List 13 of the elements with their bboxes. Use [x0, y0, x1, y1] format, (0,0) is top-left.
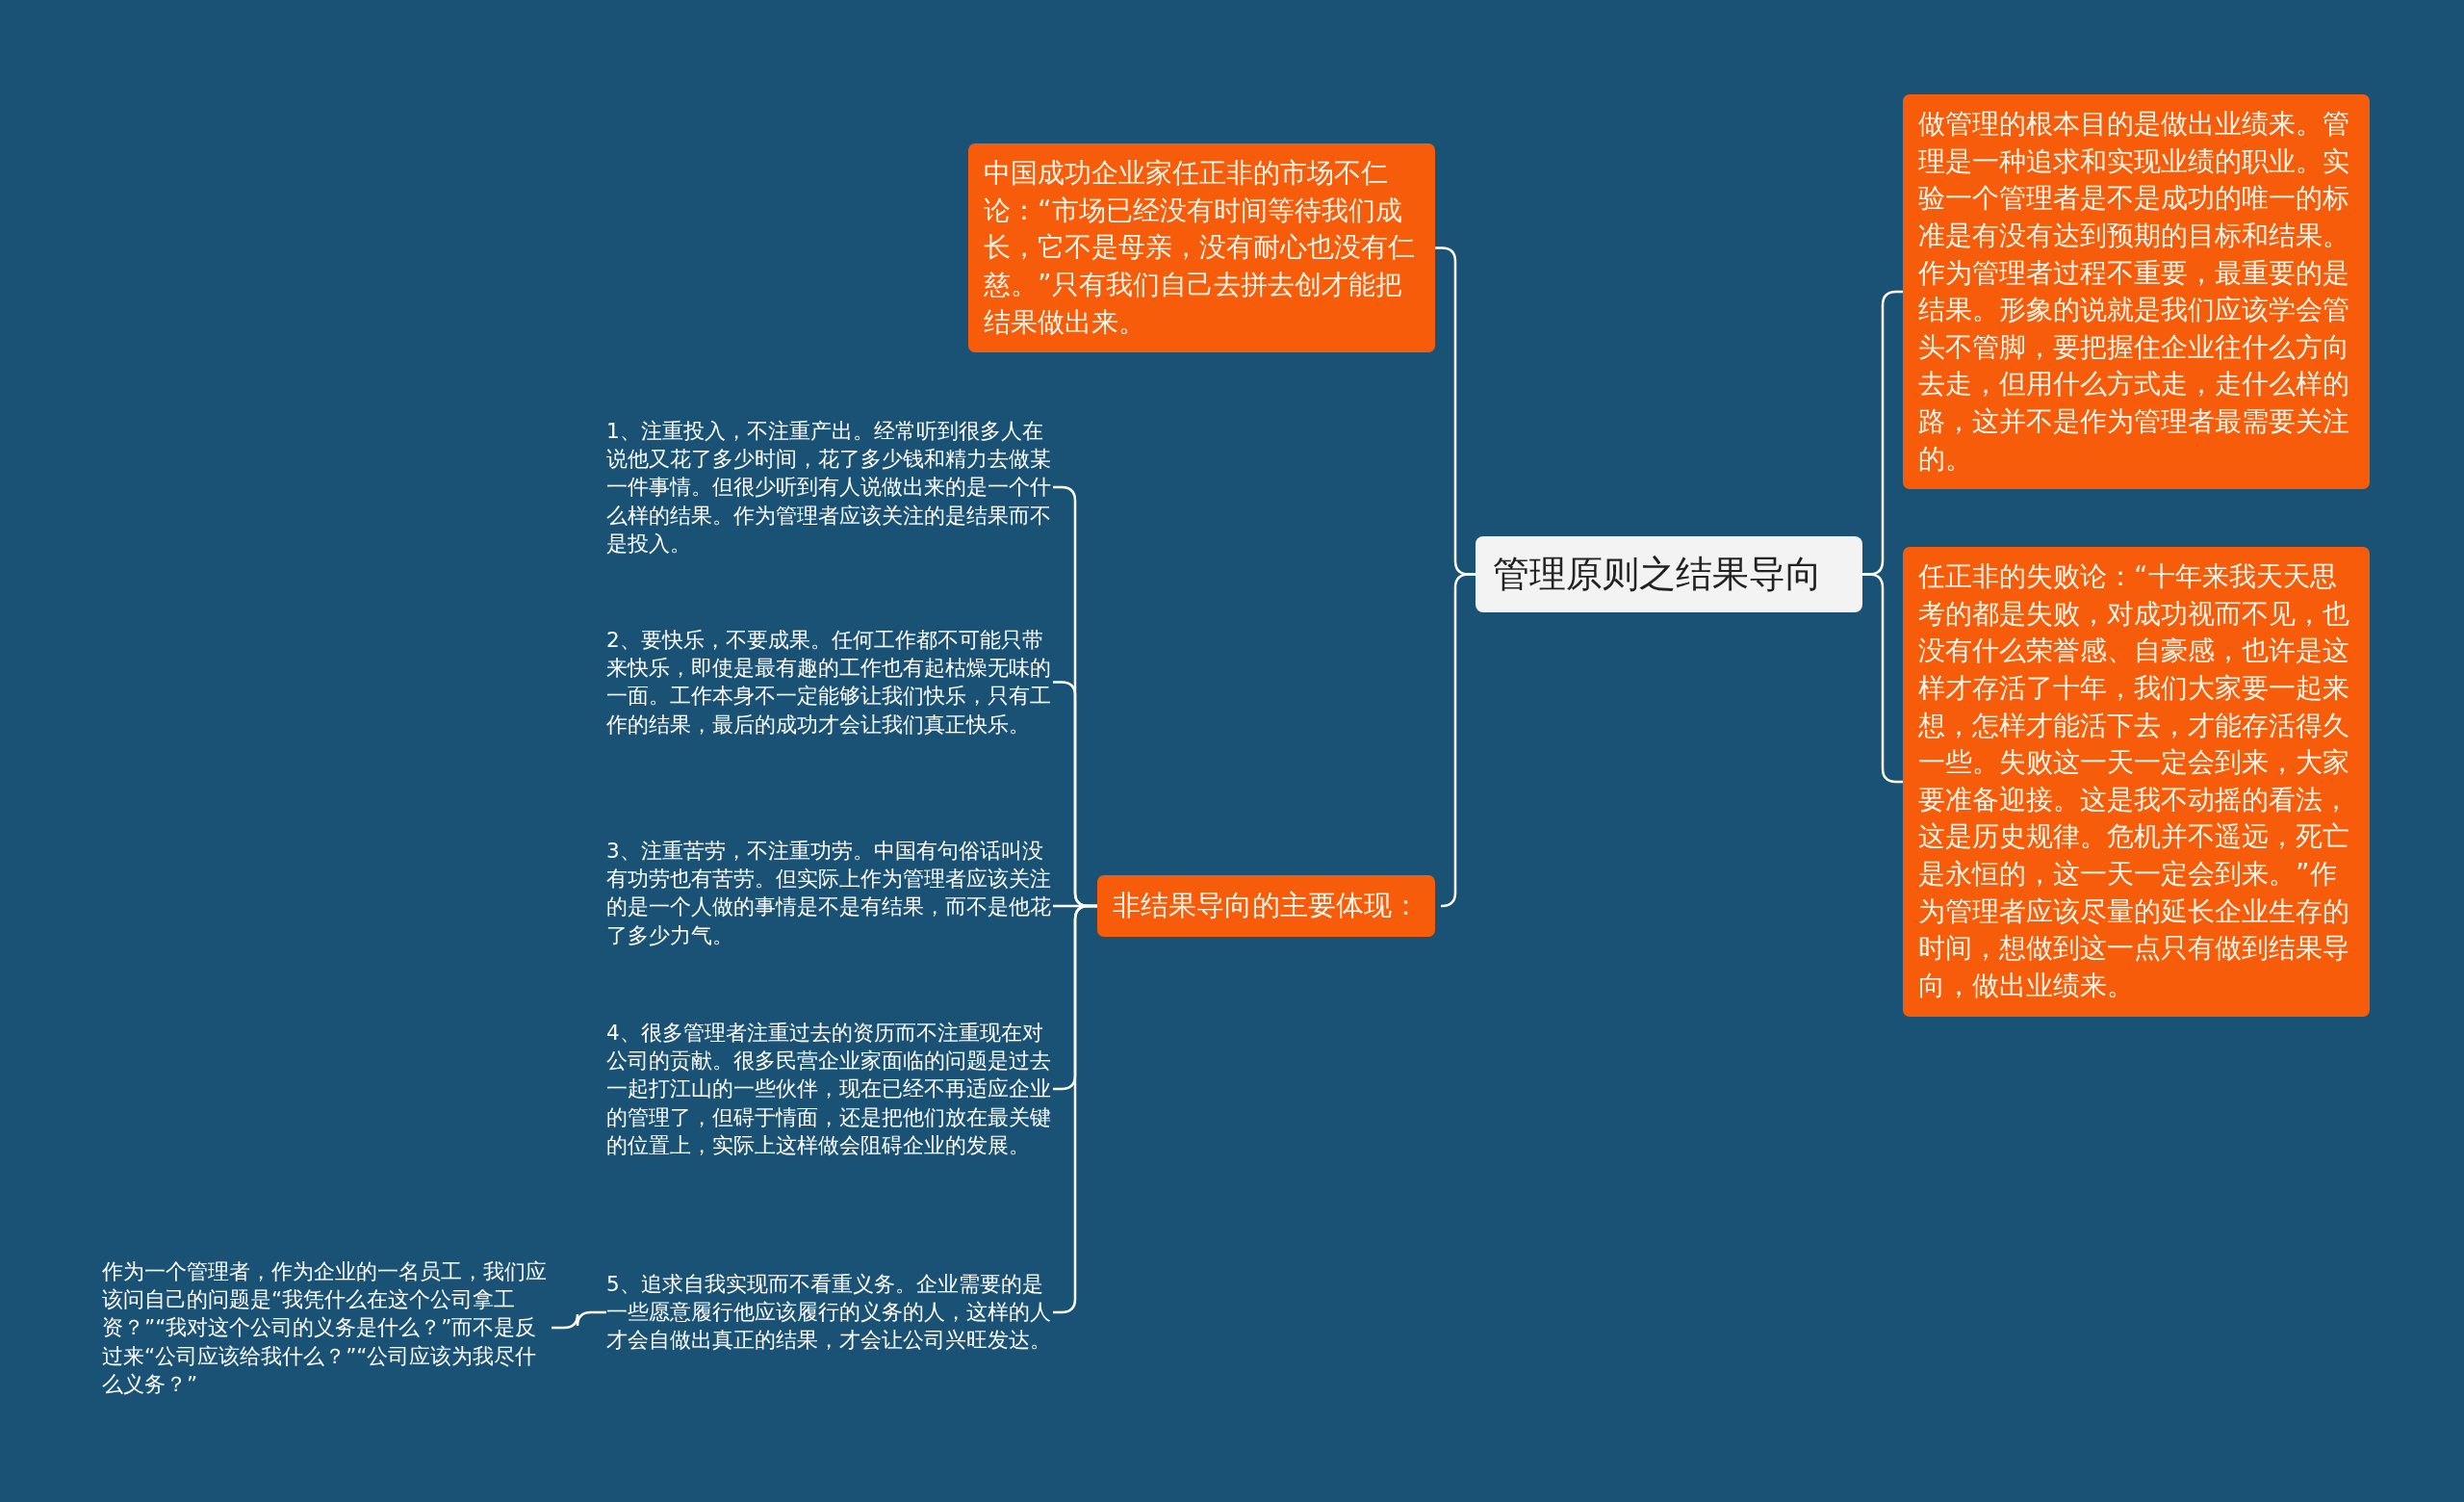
connector-line: [552, 1310, 606, 1330]
topic-text: 作为一个管理者，作为企业的一名员工，我们应该问自己的问题是“我凭什么在这个公司拿工资？”“我对这个公司的义务是什么？”而不是反过来“公司应该给我什么？”“公司应该为我尽什么义务？”: [102, 1257, 550, 1399]
topic-box: 非结果导向的主要体现：: [1097, 875, 1435, 937]
topic-text: 3、注重苦劳，不注重功劳。中国有句俗话叫没有功劳也有苦劳。但实际上作为管理者应该关注的是一个人做的事情是不是有结果，而不是他花了多少力气。: [606, 837, 1051, 949]
topic-text: 5、追求自我实现而不看重义务。企业需要的是一些愿意履行他应该履行的义务的人，这样的人才会自做出真正的结果，才会让公司兴旺发达。: [606, 1270, 1051, 1355]
connector-line: [1862, 573, 1903, 784]
topic-box: 中国成功企业家任正非的市场不仁论：“市场已经没有时间等待我们成长，它不是母亲，没有耐心也没有仁慈。”只有我们自己去拼去创才能把结果做出来。: [968, 143, 1435, 353]
topic-text: 4、很多管理者注重过去的资历而不注重现在对公司的贡献。很多民营企业家面临的问题是过去一起打江山的一些伙伴，现在已经不再适应企业的管理了，但碍于情面，还是把他们放在最关键的位置上，实际上这样做会阻碍企业的发展。: [606, 1019, 1051, 1160]
topic-box: 做管理的根本目的是做出业绩来。管理是一种追求和实现业绩的职业。实验一个管理者是不是成功的唯一的标准是有没有达到预期的目标和结果。作为管理者过程不重要，最重要的是结果。形象的说就是我们应该学会管头不管脚，要把握住企业往什么方向去走，但用什么方式走，走什么样的路，这并不是作为管理者最需要关注的。: [1903, 94, 2370, 490]
central-topic-box: 管理原则之结果导向: [1476, 536, 1862, 612]
topic-text: 1、注重投入，不注重产出。经常听到很多人在说他又花了多少时间，花了多少钱和精力去做某一件事情。但很少听到有人说做出来的是一个什么样的结果。作为管理者应该关注的是结果而不是投入。: [606, 417, 1051, 558]
topic-box: 任正非的失败论：“十年来我天天思考的都是失败，对成功视而不见，也没有什么荣誉感、自豪感，也许是这样才存活了十年，我们大家要一起来想，怎样才能活下去，才能存活得久一些。失败这一天一定会到来，大家要准备迎接。这是我不动摇的看法，这是历史规律。危机并不遥远，死亡是永恒的，这一天一定会到来。”作为管理者应该尽量的延长企业生存的时间，想做到这一点只有做到结果导向，做出业绩来。: [1903, 547, 2370, 1017]
topic-text: 2、要快乐，不要成果。任何工作都不可能只带来快乐，即使是最有趣的工作也有起枯燥无味的一面。工作本身不一定能够让我们快乐，只有工作的结果，最后的成功才会让我们真正快乐。: [606, 626, 1051, 738]
